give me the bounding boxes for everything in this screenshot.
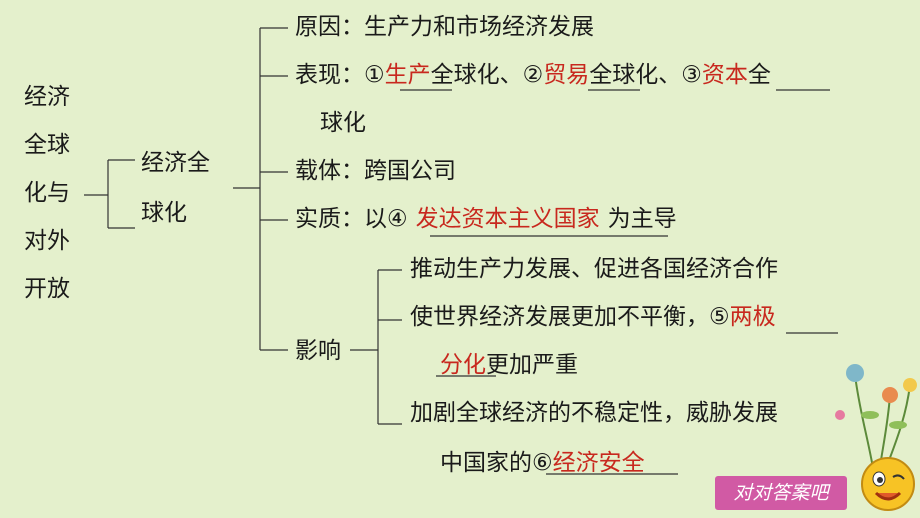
answer-blank-6: 经济安全 — [552, 450, 645, 476]
essence-prefix: 实质：以④ — [295, 206, 408, 232]
answer-blank-3: 资本 — [701, 62, 748, 88]
influence-item-1: 推动生产力发展、促进各国经济合作 — [410, 256, 778, 282]
root-label-line1: 经济 — [24, 84, 70, 110]
performance-mid-1: 全球化、② — [430, 62, 544, 88]
influence-item-2: 使世界经济发展更加不平衡，⑤两极 — [410, 302, 776, 332]
answer-blank-4: 发达资本主义国家 — [415, 206, 600, 232]
performance-mid-2: 全球化、③ — [589, 62, 702, 88]
influence-item-3: 加剧全球经济的不稳定性，威胁发展 — [410, 400, 778, 426]
answer-blank-5a: 两极 — [729, 304, 776, 330]
branch-label-line1: 经济全 — [141, 150, 210, 176]
root-label-line5: 开放 — [24, 276, 70, 302]
check-answers-button[interactable]: 对对答案吧 — [715, 476, 847, 510]
answer-blank-2: 贸易 — [543, 62, 590, 88]
answer-blank-1: 生产 — [384, 62, 431, 88]
influence-item-3-cont: 中国家的⑥经济安全 — [440, 448, 645, 478]
influence-item-3-prefix: 中国家的⑥ — [440, 450, 553, 476]
influence-item-2-cont: 分化更加严重 — [440, 350, 578, 380]
root-label-line4: 对外 — [24, 228, 70, 254]
answer-blank-5b: 分化 — [440, 352, 486, 378]
smiley-face-icon — [861, 457, 915, 511]
essence-suffix: 为主导 — [607, 206, 677, 232]
performance-suffix: 全 — [747, 62, 771, 88]
performance-line2: 球化 — [320, 110, 366, 136]
reason-text: 原因：生产力和市场经济发展 — [295, 14, 594, 40]
influence-item-2-suffix: 更加严重 — [486, 352, 578, 378]
influence-item-2-prefix: 使世界经济发展更加不平衡，⑤ — [410, 304, 730, 330]
influence-label: 影响 — [295, 338, 341, 364]
check-answers-label: 对对答案吧 — [733, 482, 829, 504]
performance-row: 表现：①生产全球化、②贸易全球化、③资本全 — [295, 60, 771, 90]
branch-label-line2: 球化 — [141, 200, 187, 226]
essence-row: 实质：以④ 发达资本主义国家为主导 — [295, 204, 677, 234]
performance-prefix: 表现：① — [295, 62, 385, 88]
carrier-text: 载体：跨国公司 — [295, 158, 456, 184]
root-label-line3: 化与 — [24, 180, 70, 206]
root-label-line2: 全球 — [24, 132, 70, 158]
